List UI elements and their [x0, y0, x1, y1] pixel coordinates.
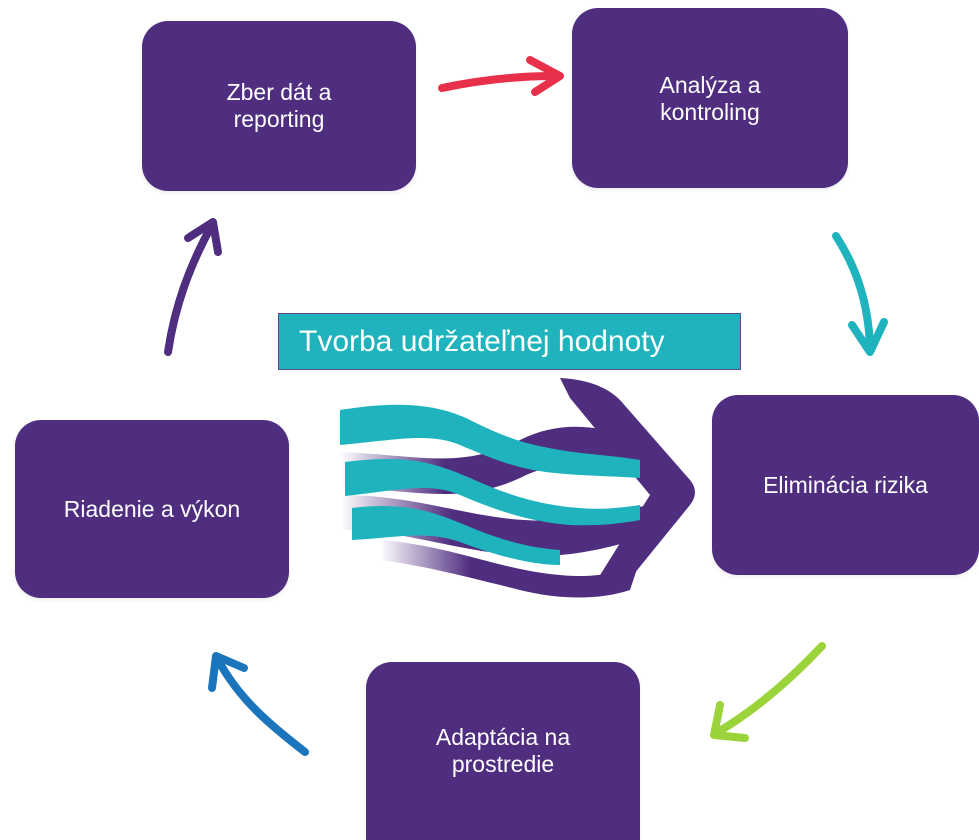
purple-chevron-shape [560, 378, 695, 594]
step-label-line2: prostredie [451, 751, 555, 777]
step-label-line1: Adaptácia na [435, 724, 571, 750]
step-box-riadenie-a-vykon: Riadenie a výkon [15, 420, 289, 598]
step-label-line1: Analýza a [659, 72, 761, 98]
center-banner-title: Tvorba udržateľnej hodnoty [278, 313, 741, 370]
step-box-adaptacia: Adaptácia na prostredie [366, 662, 640, 840]
step-label-line1: Eliminácia rizika [763, 471, 928, 498]
step-box-eliminacia-rizika: Eliminácia rizika [712, 395, 979, 575]
teal-arrow-icon [832, 232, 888, 356]
purple-ribbon-bottom [380, 540, 640, 598]
step-label-line1: Riadenie a výkon [63, 495, 241, 522]
teal-ribbon-top [340, 404, 640, 478]
purple-arrow-icon [164, 218, 222, 356]
blue-arrow-icon [208, 652, 309, 756]
step-box-zber-dat: Zber dát a reporting [142, 21, 416, 191]
step-box-analyza: Analýza a kontroling [572, 8, 848, 188]
red-arrow-icon [438, 56, 564, 96]
step-label-line2: reporting [233, 106, 325, 132]
step-label-line2: kontroling [660, 99, 760, 125]
step-label-line1: Zber dát a [226, 79, 332, 105]
teal-ribbon-middle [345, 458, 640, 526]
teal-ribbon-bottom [352, 505, 560, 565]
green-arrow-icon [710, 642, 826, 742]
